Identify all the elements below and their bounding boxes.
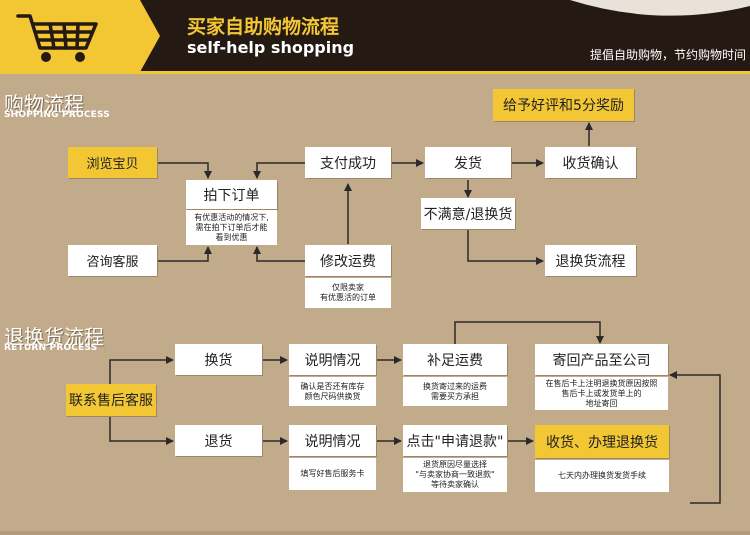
step-exchange: 换货 — [175, 344, 262, 375]
header-title: 买家自助购物流程 — [187, 16, 340, 38]
header-subtitle: self-help shopping — [187, 38, 355, 57]
step-place-order: 拍下订单 — [186, 180, 277, 209]
step-ship: 发货 — [425, 147, 511, 178]
step-explain-refund: 说明情况 — [289, 425, 376, 456]
explain-refund-note-line: 填写好售后服务卡 — [300, 469, 365, 478]
receive-process-note: 七天内办理换货发货手续 — [535, 460, 669, 492]
add-shipping-note: 换货寄过来的运费 需要买方承担 — [403, 377, 507, 406]
place-order-note-line: 有优惠活动的情况下, — [194, 212, 269, 222]
header-decor — [570, 0, 750, 16]
explain-exchange-note-line: 颜色尺码供换货 — [304, 391, 361, 401]
apply-refund-note-line: 退货原因尽量选择 — [423, 460, 487, 469]
step-consult-service: 咨询客服 — [68, 245, 157, 276]
step-apply-refund: 点击"申请退款" — [403, 425, 507, 456]
modify-shipping-note: 仅限卖家 有优惠活的订单 — [305, 278, 391, 308]
explain-refund-note: 填写好售后服务卡 — [289, 458, 376, 490]
return-section-title: 退换货流程 — [4, 325, 104, 349]
cart-badge — [0, 0, 160, 72]
place-order-note: 有优惠活动的情况下, 需在拍下订单后才能 看到优惠 — [186, 210, 277, 245]
apply-refund-note-line: 等待卖家确认 — [431, 480, 479, 489]
step-explain-exchange: 说明情况 — [289, 344, 376, 375]
receive-process-note-line: 七天内办理换货发货手续 — [558, 471, 646, 480]
explain-exchange-note-line: 确认是否还有库存 — [300, 381, 365, 391]
add-shipping-note-line: 换货寄过来的运费 — [423, 381, 487, 391]
modify-shipping-note-line: 仅限卖家 — [332, 283, 364, 292]
bottom-border — [0, 531, 750, 535]
step-receive-and-process: 收货、办理退换货 — [535, 425, 669, 458]
modify-shipping-note-line: 有优惠活的订单 — [320, 293, 376, 302]
add-shipping-note-line: 需要买方承担 — [431, 391, 479, 401]
shopping-cart-icon — [16, 14, 98, 50]
step-payment-success: 支付成功 — [305, 147, 391, 178]
step-modify-shipping: 修改运费 — [305, 245, 391, 276]
shopping-section-title: 购物流程 — [4, 92, 84, 116]
step-confirm-receipt: 收货确认 — [545, 147, 636, 178]
mail-back-note-line: 地址寄回 — [585, 398, 618, 408]
step-mail-back-to-company: 寄回产品至公司 — [535, 344, 668, 375]
mail-back-note-line: 售后卡上或发货单上的 — [561, 388, 642, 398]
mail-back-note: 在售后卡上注明退换货原因按照 售后卡上或发货单上的 地址寄回 — [535, 377, 668, 410]
apply-refund-note: 退货原因尽量选择 "与卖家协商一致退款" 等待卖家确认 — [403, 458, 507, 492]
header-slogan: 提倡自助购物，节约购物时间 — [589, 48, 746, 62]
place-order-note-line: 看到优惠 — [215, 232, 248, 242]
place-order-note-line: 需在拍下订单后才能 — [195, 222, 268, 232]
step-browse-items: 浏览宝贝 — [68, 147, 157, 178]
step-refund: 退货 — [175, 425, 262, 456]
shopping-section-subtitle: SHOPPING PROCESS — [4, 110, 110, 120]
apply-refund-note-line: "与卖家协商一致退款" — [415, 470, 495, 479]
step-add-shipping: 补足运费 — [403, 344, 507, 375]
step-contact-after-sales: 联系售后客服 — [66, 384, 156, 416]
step-unsatisfied-return: 不满意/退换货 — [421, 198, 515, 229]
header-divider — [0, 71, 750, 74]
step-good-review-reward: 给予好评和5分奖励 — [493, 89, 634, 121]
mail-back-note-line: 在售后卡上注明退换货原因按照 — [545, 378, 658, 388]
explain-exchange-note: 确认是否还有库存 颜色尺码供换货 — [289, 377, 376, 406]
step-return-process: 退换货流程 — [545, 245, 636, 276]
return-section-subtitle: RETURN PROCESS — [4, 343, 98, 353]
